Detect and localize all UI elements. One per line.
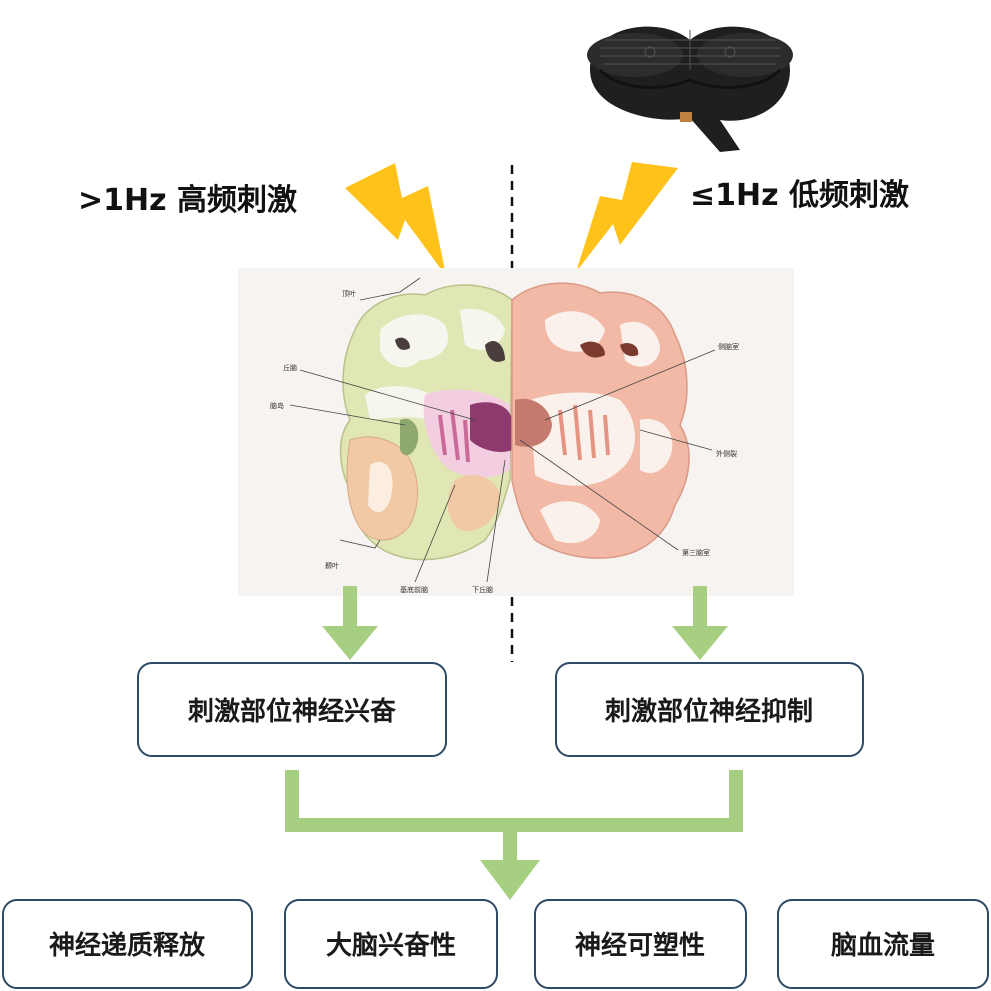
right-lightning-icon [576,162,678,272]
inhibition-box: 刺激部位神经抑制 [555,662,864,757]
outcome-box-neurotransmitter: 神经递质释放 [2,899,253,989]
outcome-box-excitability: 大脑兴奋性 [284,899,498,989]
tms-coil-image [587,26,793,152]
outcome-box-blood-flow: 脑血流量 [777,899,989,989]
low-freq-label: ≤1Hz 低频刺激 [690,178,909,213]
label-lateral-ventricle: 侧脑室 [718,342,739,351]
label-thalamus: 丘脑 [283,363,297,372]
label-parietal: 顶叶 [342,289,356,298]
label-insula: 脑岛 [270,401,284,410]
left-down-arrow [322,586,378,660]
excitation-box: 刺激部位神经兴奋 [137,662,447,757]
outcome-text-3: 脑血流量 [831,931,935,961]
outcome-box-plasticity: 神经可塑性 [534,899,747,989]
leader-lines [289,277,716,583]
label-temporal: 颞叶 [325,561,339,570]
right-down-arrow [672,586,728,660]
label-lateral-fissure: 外侧裂 [716,449,737,458]
high-freq-label: >1Hz 高频刺激 [78,183,297,218]
right-hemisphere [511,282,690,559]
outcome-text-0: 神经递质释放 [49,930,206,961]
label-hypothalamus: 下丘脑 [472,585,493,594]
left-hemisphere [339,284,513,561]
excitation-text: 刺激部位神经兴奋 [188,696,397,727]
outcome-text-2: 神经可塑性 [575,930,705,961]
outcome-text-1: 大脑兴奋性 [326,931,456,961]
inhibition-text: 刺激部位神经抑制 [605,696,813,727]
merge-connector [285,770,743,900]
left-lightning-icon [345,163,446,276]
label-basal-forebrain: 基底前脑 [400,585,428,594]
label-third-ventricle: 第三脑室 [682,548,710,557]
